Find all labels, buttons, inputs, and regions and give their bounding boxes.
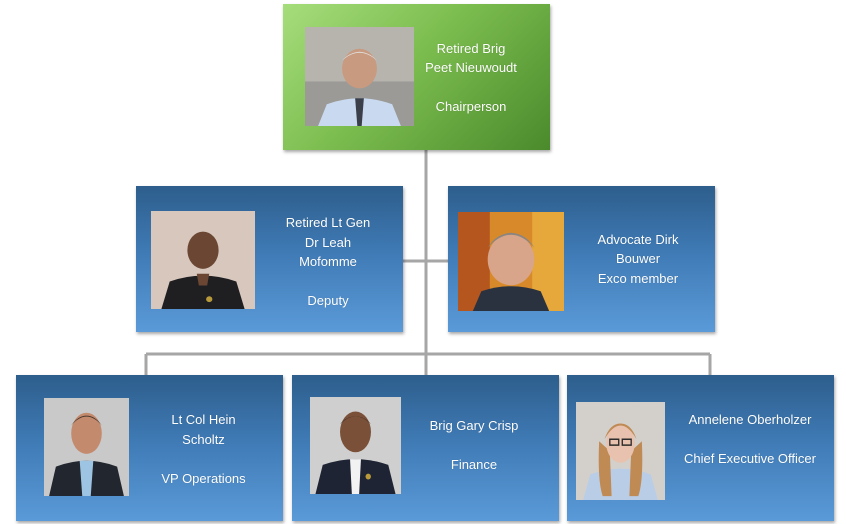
exco-name-line-2: Bouwer bbox=[615, 251, 661, 267]
finance-role: Finance bbox=[450, 456, 498, 472]
portrait-photo bbox=[458, 212, 564, 311]
deputy-name-line-1: Retired Lt Gen bbox=[285, 215, 371, 231]
vp-operations-label: Lt Col Hein Scholtz VP Operations bbox=[146, 409, 261, 489]
deputy-name-line-2: Dr Leah bbox=[304, 234, 352, 250]
chair-label: Retired Brig Peet Nieuwoudt Chairperson bbox=[416, 29, 526, 126]
portrait-photo bbox=[576, 402, 665, 500]
exco-label: Advocate Dirk Bouwer Exco member bbox=[578, 216, 698, 302]
ceo-name-line-1: Annelene Oberholzer bbox=[688, 411, 812, 427]
portrait-photo bbox=[151, 211, 255, 309]
chair-name-line-1: Retired Brig bbox=[436, 40, 506, 56]
chair-role: Chairperson bbox=[435, 99, 507, 114]
chair-name-line-2: Peet Nieuwoudt bbox=[425, 60, 517, 75]
finance-name-line-1: Brig Gary Crisp bbox=[429, 417, 519, 433]
exco-name-line-1: Advocate Dirk bbox=[597, 231, 679, 247]
deputy-name-line-3: Mofomme bbox=[299, 254, 357, 270]
portrait-photo bbox=[44, 398, 129, 496]
vp-operations-name-line-1: Lt Col Hein bbox=[171, 412, 236, 427]
ceo-role: Chief Executive Officer bbox=[684, 450, 816, 466]
portrait-photo bbox=[305, 27, 414, 126]
finance-label: Brig Gary Crisp Finance bbox=[414, 415, 534, 475]
portrait-photo bbox=[310, 397, 401, 494]
deputy-role: Deputy bbox=[307, 293, 349, 309]
deputy-box: Retired Lt Gen Dr Leah Mofomme Deputy bbox=[136, 186, 403, 332]
exco-role: Exco member bbox=[597, 270, 679, 286]
chairperson-box: Retired Brig Peet Nieuwoudt Chairperson bbox=[283, 4, 550, 150]
deputy-label: Retired Lt Gen Dr Leah Mofomme Deputy bbox=[272, 208, 384, 316]
ceo-label: Annelene Oberholzer Chief Executive Offi… bbox=[675, 409, 825, 469]
ceo-box: Annelene Oberholzer Chief Executive Offi… bbox=[567, 375, 834, 521]
finance-box: Brig Gary Crisp Finance bbox=[292, 375, 559, 521]
vp-operations-box: Lt Col Hein Scholtz VP Operations bbox=[16, 375, 283, 521]
vp-operations-name-line-2: Scholtz bbox=[182, 431, 225, 447]
vp-operations-role: VP Operations bbox=[161, 470, 246, 486]
exco-box: Advocate Dirk Bouwer Exco member bbox=[448, 186, 715, 332]
